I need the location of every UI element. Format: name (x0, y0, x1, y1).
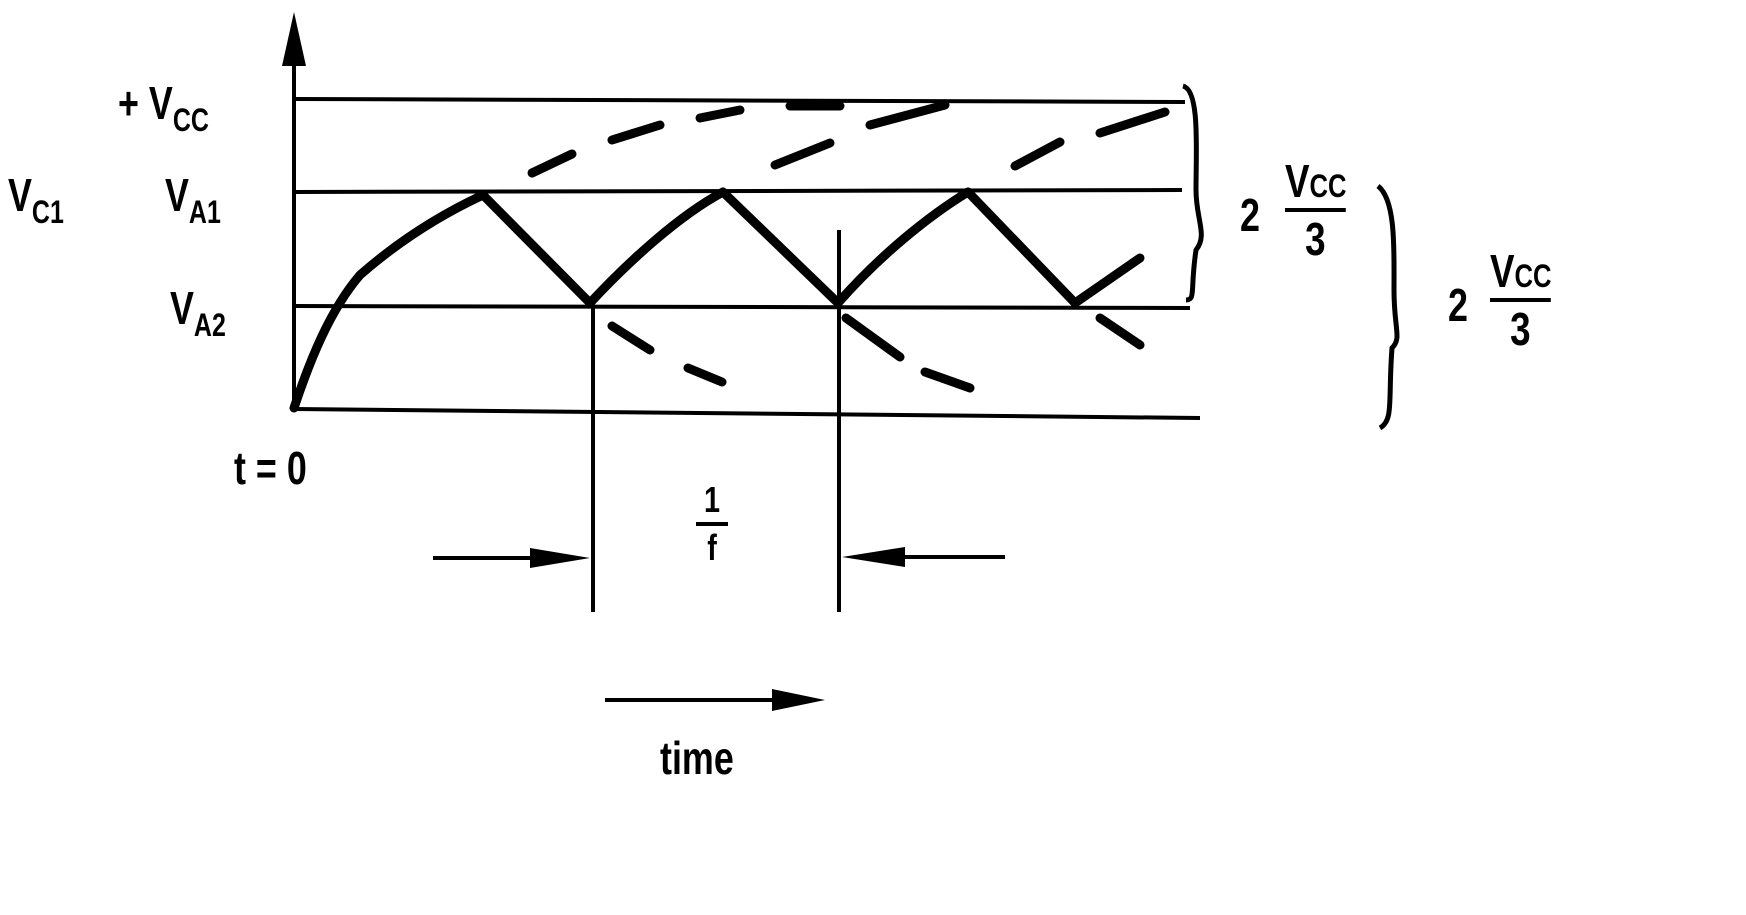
bracket-label-upper-frac: VCC 3 (1285, 155, 1347, 265)
bracket-label-lower-frac: VCC 3 (1490, 245, 1552, 355)
brace-lower-icon (1376, 184, 1400, 431)
baseline (293, 407, 1201, 420)
bracket-label-lower-coef: 2 (1448, 279, 1468, 331)
time-arrow-icon (772, 689, 825, 711)
arrow-right-icon (530, 548, 590, 568)
level-label-va2: VA2 (170, 282, 226, 343)
va2-line (293, 304, 1191, 310)
capacitor-voltage-curve (289, 187, 1145, 413)
level-label-va1: VA1 (165, 169, 221, 230)
vcc-line (293, 97, 1186, 104)
dashed-extrapolation (527, 100, 1170, 393)
va1-line (293, 188, 1183, 194)
brace-upper-icon (1181, 83, 1204, 303)
level-label-vcc: + VCC (118, 77, 209, 138)
bracket-label-upper-coef: 2 (1240, 189, 1260, 241)
y-axis-arrow-icon (282, 12, 306, 66)
t0-label: t = 0 (234, 442, 307, 494)
y-axis-label: VC1 (8, 169, 64, 230)
arrow-left-icon (842, 547, 905, 567)
time-label: time (660, 732, 734, 784)
period-label: 1 f (696, 482, 728, 566)
